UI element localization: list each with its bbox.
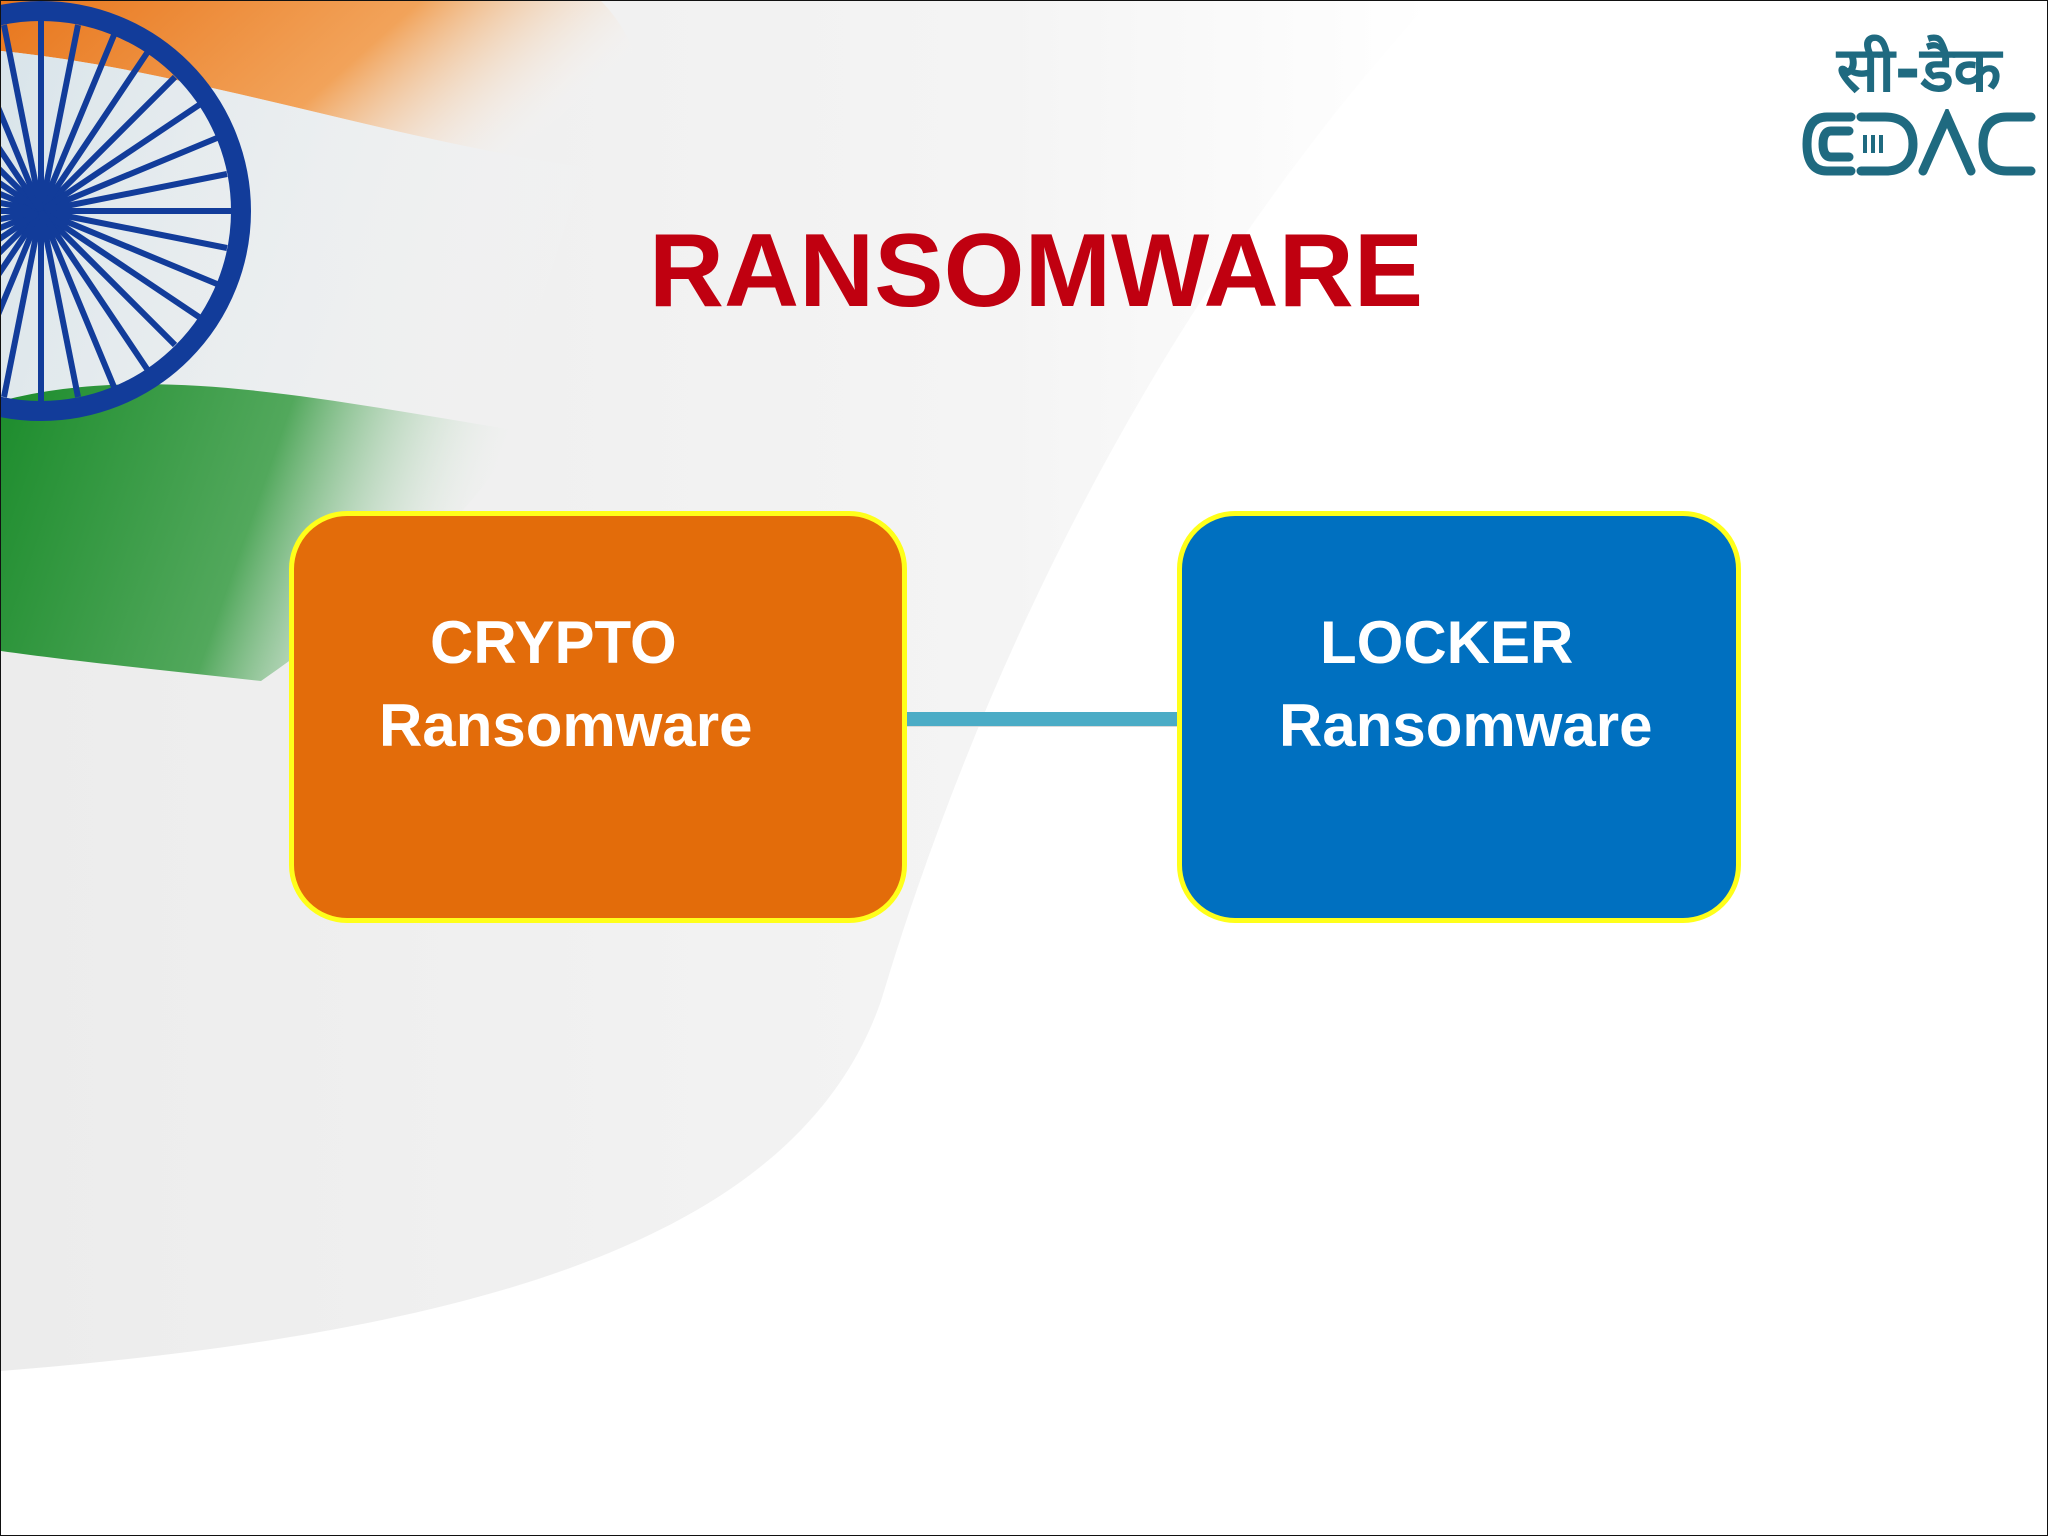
cdac-logo-hindi-text: सी-डैक xyxy=(1836,33,2002,106)
slide-title: RANSOMWARE xyxy=(648,213,1424,329)
crypto-box-line1: CRYPTO xyxy=(430,609,677,676)
cdac-logo: सी-डैक xyxy=(1801,29,2037,179)
ashoka-chakra-icon xyxy=(1,1,251,421)
locker-box-line2: Ransomware xyxy=(1279,692,1653,759)
crypto-box-line2: Ransomware xyxy=(379,692,753,759)
connector-line xyxy=(901,712,1183,727)
locker-ransomware-box: LOCKER Ransomware xyxy=(1177,511,1741,923)
indian-flag-graphic xyxy=(1,1,643,681)
locker-box-line1: LOCKER xyxy=(1320,609,1574,676)
crypto-ransomware-box: CRYPTO Ransomware xyxy=(289,511,907,923)
cdac-logo-wordmark xyxy=(1802,109,2036,176)
